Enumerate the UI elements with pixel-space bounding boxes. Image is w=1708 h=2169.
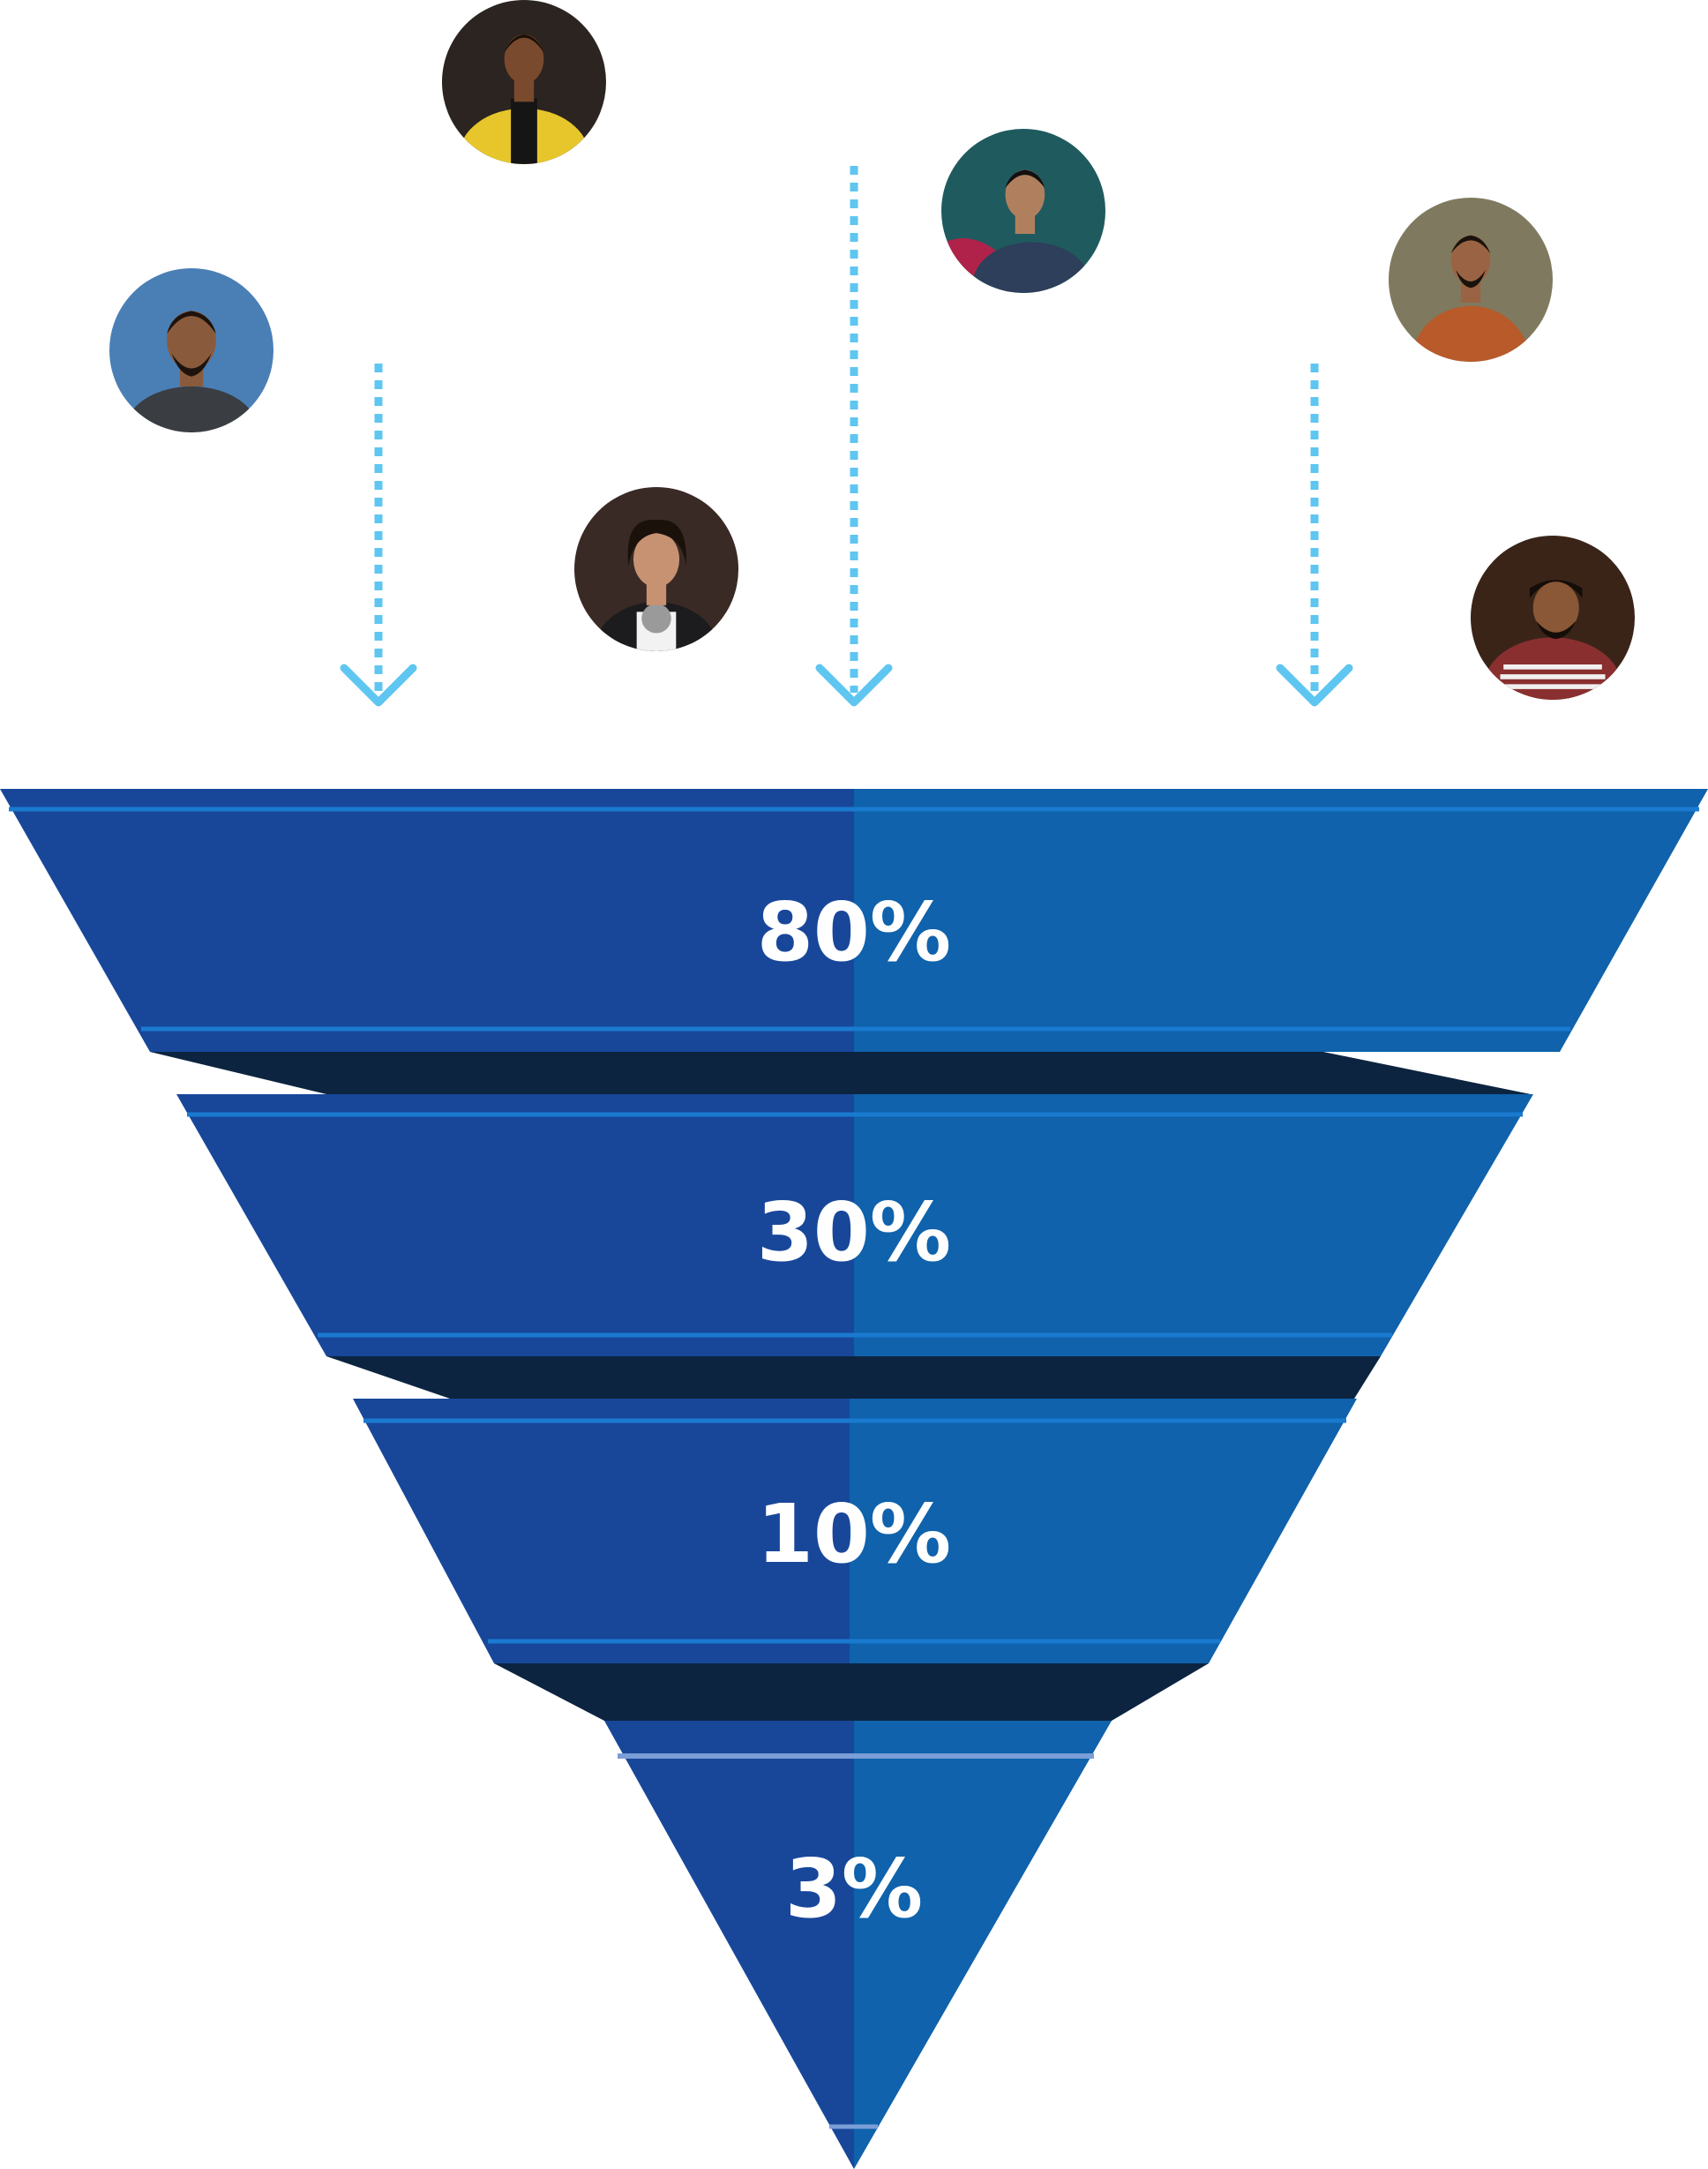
funnel-stage-3 [353,1399,1357,1663]
avatar [442,0,606,164]
person-photo-1 [109,268,273,432]
avatar [1471,536,1635,700]
avatar [574,487,738,651]
funnel-stage-1 [0,789,1708,1052]
funnel-stage-4 [604,1721,1112,2169]
funnel-stage-2 [176,1094,1533,1356]
person-photo-3 [574,487,738,651]
person-photo-2 [442,0,606,164]
person-photo-6 [1471,536,1635,700]
down-arrow-icon [1276,364,1353,707]
funnel-shadow [326,1356,1381,1399]
down-arrow-icon [340,364,417,707]
funnel-stage-label: 80% [757,885,951,979]
funnel-shadow [150,1052,1531,1094]
funnel-stage-label: 10% [757,1487,951,1581]
avatar [109,268,273,432]
funnel-stage-label: 3% [785,1842,923,1936]
avatar [941,129,1105,293]
down-arrow-icon [815,166,893,707]
avatar [1389,198,1553,362]
funnel-shadow [494,1663,1209,1721]
person-photo-4 [941,129,1105,293]
person-photo-5 [1389,198,1553,362]
funnel-stage-label: 30% [757,1185,951,1280]
